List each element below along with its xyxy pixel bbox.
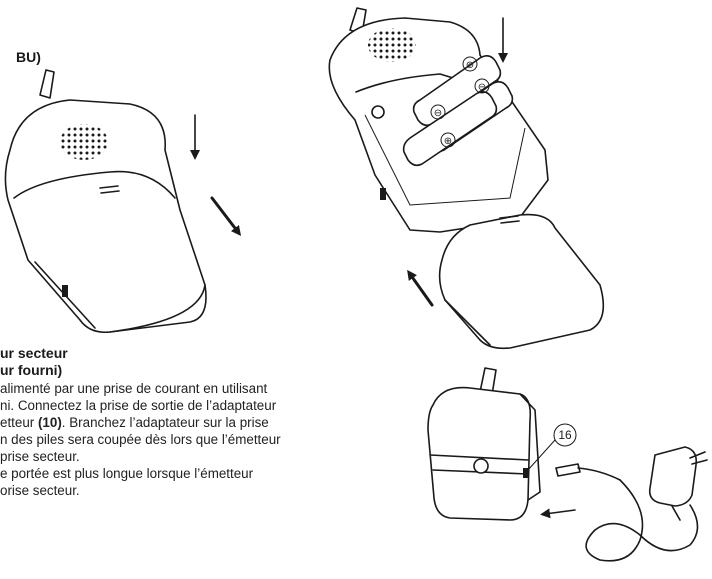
battery-plus-icon: ⊕ [466,60,474,71]
section-ref: BU) [16,49,41,65]
led-icon [371,105,385,119]
speaker-grille-icon [60,124,108,160]
callout-16 [553,423,577,447]
transmitter-with-adapter: 16 [427,367,577,521]
adapter-text-line: ni. Connectez la prise de sortie de l’ad… [0,398,277,413]
arrow-plug-icon [540,508,576,519]
battery-group: ⊕ ⊖ ⊖ ⊕ [402,54,514,167]
arrow-slide-cover-icon [210,196,242,236]
adapter-heading-line1: ur secteur [0,345,68,361]
adapter-text-line: n des piles sera coupée dès lors que l’é… [0,432,281,447]
battery-minus-icon: ⊖ [478,82,486,93]
battery-cover [438,213,605,350]
reference-number: (10) [37,415,62,430]
side-switch [62,285,68,297]
battery-minus-icon: ⊖ [434,108,442,119]
arrow-insert-cover-icon [407,269,434,307]
power-adapter [555,446,708,562]
svg-text:16: 16 [558,428,572,442]
adapter-text-line: etteur (10). Branchez l’adaptateur sur l… [0,415,269,430]
adapter-heading-line2: ur fourni) [0,362,63,378]
adapter-text-line: prise secteur. [0,449,80,464]
transmitter-closed [4,69,207,334]
transmitter-open: ⊕ ⊖ ⊖ ⊕ [328,7,549,233]
adapter-text-line: alimenté par une prise de courant en uti… [0,381,268,396]
speaker-grille-icon [368,28,416,62]
power-button-icon [473,458,489,474]
adapter-text-line: e portée est plus longue lorsque l’émett… [0,466,254,481]
adapter-text-line: orise secteur. [0,483,80,498]
battery-plus-icon: ⊕ [444,136,452,147]
